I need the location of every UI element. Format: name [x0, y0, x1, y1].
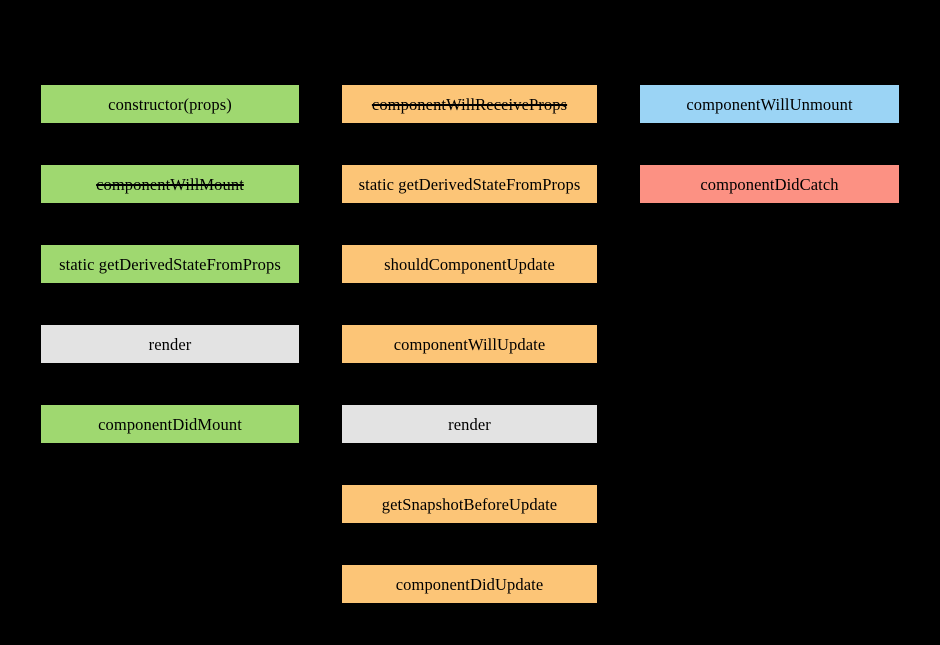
lifecycle-box-label: componentWillReceiveProps: [371, 95, 568, 115]
column-mounting: constructor(props) componentWillMount stat…: [41, 0, 299, 645]
lifecycle-box: componentDidMount: [41, 405, 299, 443]
lifecycle-box-label: constructor(props): [108, 95, 232, 115]
lifecycle-box-label: componentDidMount: [98, 415, 242, 435]
lifecycle-box-label: render: [148, 335, 192, 355]
lifecycle-box: componentWillUnmount: [640, 85, 899, 123]
lifecycle-box-label: componentWillUnmount: [686, 95, 853, 115]
lifecycle-box-label: static getDerivedStateFromProps: [358, 175, 581, 195]
lifecycle-box: componentDidUpdate: [342, 565, 597, 603]
lifecycle-box: render: [41, 325, 299, 363]
lifecycle-box: getSnapshotBeforeUpdate: [342, 485, 597, 523]
lifecycle-box: constructor(props): [41, 85, 299, 123]
lifecycle-box-label: getSnapshotBeforeUpdate: [381, 495, 558, 515]
lifecycle-box: shouldComponentUpdate: [342, 245, 597, 283]
lifecycle-box-label: componentWillUpdate: [393, 335, 546, 355]
column-updating: componentWillReceiveProps static getDeriv…: [342, 0, 597, 645]
lifecycle-box: componentWillReceiveProps: [342, 85, 597, 123]
lifecycle-box: componentWillUpdate: [342, 325, 597, 363]
lifecycle-box: static getDerivedStateFromProps: [342, 165, 597, 203]
lifecycle-box-label: componentWillMount: [96, 175, 244, 195]
lifecycle-box-label: shouldComponentUpdate: [384, 255, 555, 275]
lifecycle-box-label: render: [448, 415, 491, 435]
column-unmounting: componentWillUnmount componentDidCatch: [640, 0, 899, 645]
lifecycle-box-label: componentDidUpdate: [395, 575, 544, 595]
lifecycle-box-label: componentDidCatch: [700, 175, 839, 195]
lifecycle-box: componentWillMount: [41, 165, 299, 203]
lifecycle-box-label: static getDerivedStateFromProps: [59, 255, 281, 275]
lifecycle-box: static getDerivedStateFromProps: [41, 245, 299, 283]
lifecycle-box: render: [342, 405, 597, 443]
lifecycle-box: componentDidCatch: [640, 165, 899, 203]
